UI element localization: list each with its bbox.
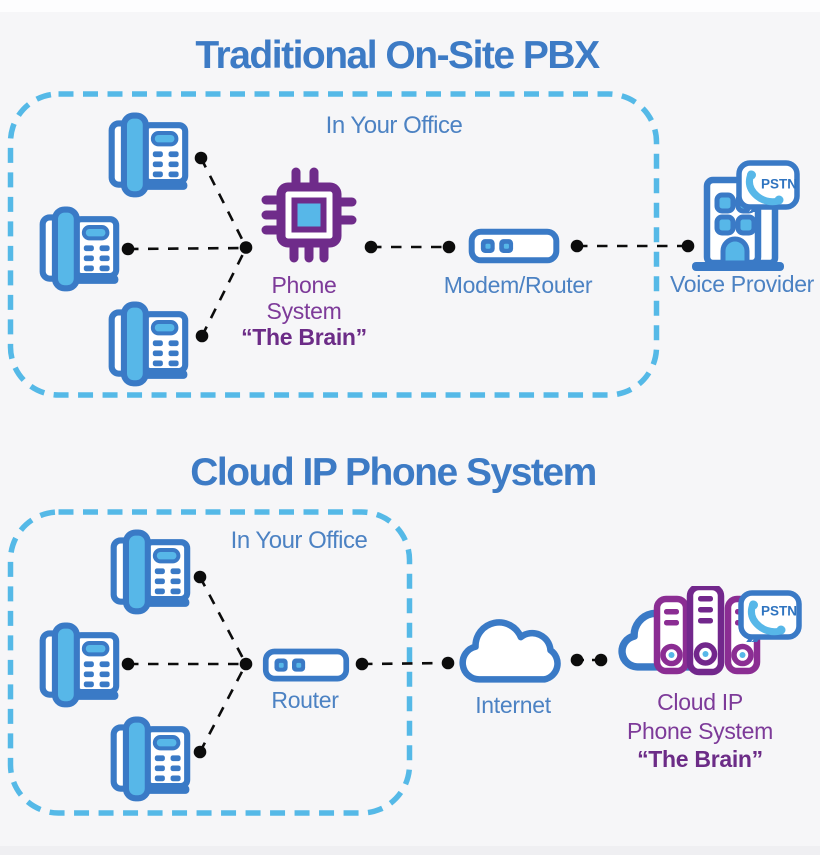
desk-phone-icon [37, 204, 121, 292]
section2-title: Cloud IP Phone System [190, 451, 597, 494]
cloud-phone-system-label: Cloud IP Phone System “The Brain” [627, 689, 773, 772]
modem-router-label: Modem/Router [443, 272, 593, 298]
desk-phone-icon [106, 299, 190, 387]
voice-provider-label: Voice Provider [669, 271, 815, 297]
section1-title: Traditional On-Site PBX [195, 34, 600, 77]
internet-cloud-icon [452, 606, 567, 690]
desk-phone-icon [106, 110, 190, 198]
top-strip [0, 0, 820, 12]
desk-phone-icon [37, 620, 121, 708]
cloud-servers-pstn-icon [610, 586, 802, 682]
voice-provider-building-icon [688, 158, 805, 272]
desk-phone-icon [108, 527, 192, 615]
pstn-badge-label: PSTN [760, 176, 798, 192]
office-label-2: In Your Office [230, 527, 368, 554]
office-boundary-box-1 [7, 91, 660, 398]
router-label: Router [271, 687, 339, 713]
pbx-chip-icon [256, 162, 362, 268]
modem-router-icon [468, 228, 560, 265]
phone-system-label: Phone System “The Brain” [241, 272, 367, 350]
desk-phone-icon [108, 714, 192, 802]
router-icon [262, 648, 350, 683]
office-label-1: In Your Office [325, 112, 463, 139]
office-boundary-box-2 [7, 509, 413, 816]
connector-dots [121, 151, 695, 759]
dashed-connectors [127, 157, 688, 753]
pstn-badge-label: PSTN [760, 603, 798, 619]
bottom-strip [0, 846, 820, 855]
internet-label: Internet [475, 692, 551, 718]
